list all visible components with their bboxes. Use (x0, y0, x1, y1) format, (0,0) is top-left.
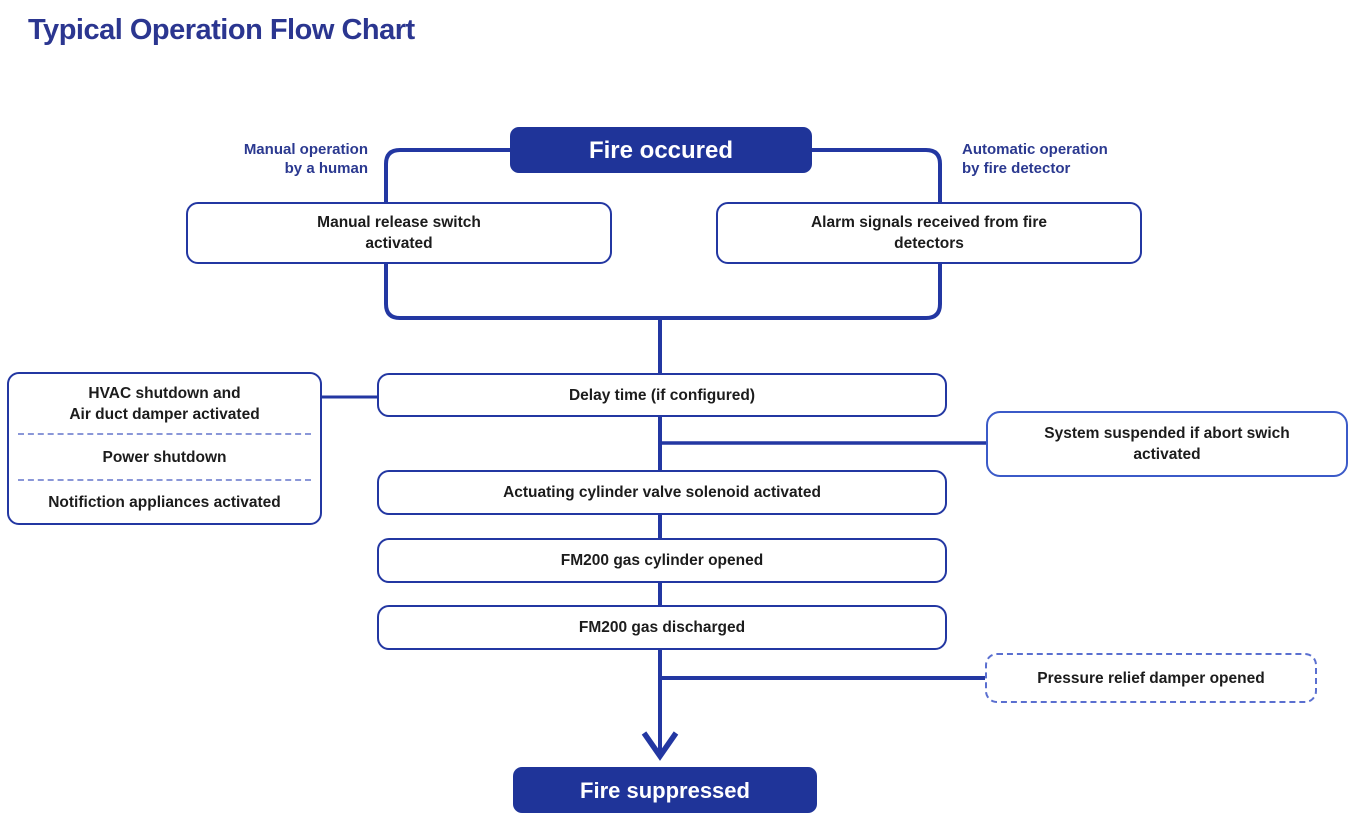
node-label-line: System suspended if abort swich (1044, 425, 1290, 442)
node-label: FM200 gas cylinder opened (560, 552, 764, 569)
node-fire-occured: Fire occured (510, 127, 812, 173)
page-title: Typical Operation Flow Chart (28, 14, 415, 46)
node-label-line: HVAC shutdown and (88, 384, 241, 402)
connector-fire-to-manual (384, 148, 510, 202)
node-pressure-relief: Pressure relief damper opened (985, 653, 1317, 703)
node-label: Notifiction appliances activated (48, 493, 281, 511)
node-label-line: activated (1133, 446, 1201, 463)
node-label: Actuating cylinder valve solenoid activa… (503, 484, 821, 501)
node-label: Power shutdown (102, 448, 227, 466)
down-arrow-icon (641, 731, 679, 761)
connector-fire-to-alarm (812, 148, 942, 202)
node-label: Delay time (if configured) (568, 386, 756, 404)
annotation-line: Automatic operation (962, 141, 1108, 158)
node-system-suspended: System suspended if abort swich activate… (986, 411, 1348, 477)
connector-manual-merge (384, 264, 662, 320)
node-cylinder-opened: FM200 gas cylinder opened (377, 538, 947, 583)
node-label: Fire suppressed (580, 777, 750, 803)
node-label: Pressure relief damper opened (1037, 669, 1265, 687)
node-delay-time: Delay time (if configured) (377, 373, 947, 417)
node-hvac-shutdown: HVAC shutdown and Air duct damper activa… (9, 374, 320, 433)
node-actuating-solenoid: Actuating cylinder valve solenoid activa… (377, 470, 947, 515)
dashed-divider (18, 433, 311, 436)
node-alarm-signals: Alarm signals received from fire detecto… (716, 202, 1142, 264)
annotation-line: by a human (284, 160, 368, 177)
node-label-line: Alarm signals received from fire (810, 214, 1048, 231)
node-fire-suppressed: Fire suppressed (513, 767, 817, 813)
node-label-line: activated (365, 235, 433, 252)
node-gas-discharged: FM200 gas discharged (377, 605, 947, 650)
annotation-line: Manual operation (243, 141, 368, 158)
node-label-line: Manual release switch (317, 214, 481, 231)
annotation-line: by fire detector (962, 160, 1071, 177)
annotation-manual-operation: Manual operation by a human (188, 140, 368, 178)
node-manual-release: Manual release switch activated (186, 202, 612, 264)
node-label: HVAC shutdown and Air duct damper activa… (69, 383, 259, 425)
node-label-line: Air duct damper activated (69, 405, 260, 423)
node-auxiliary-actions-group: HVAC shutdown and Air duct damper activa… (7, 372, 322, 525)
node-power-shutdown: Power shutdown (9, 435, 320, 479)
node-label-line: detectors (894, 235, 964, 252)
dashed-divider (18, 479, 311, 482)
annotation-automatic-operation: Automatic operation by fire detector (962, 140, 1182, 178)
node-label: Fire occured (588, 136, 734, 164)
connector-alarm-merge (658, 264, 942, 320)
node-notification-appliances: Notifiction appliances activated (9, 481, 320, 523)
node-label: FM200 gas discharged (578, 619, 746, 636)
